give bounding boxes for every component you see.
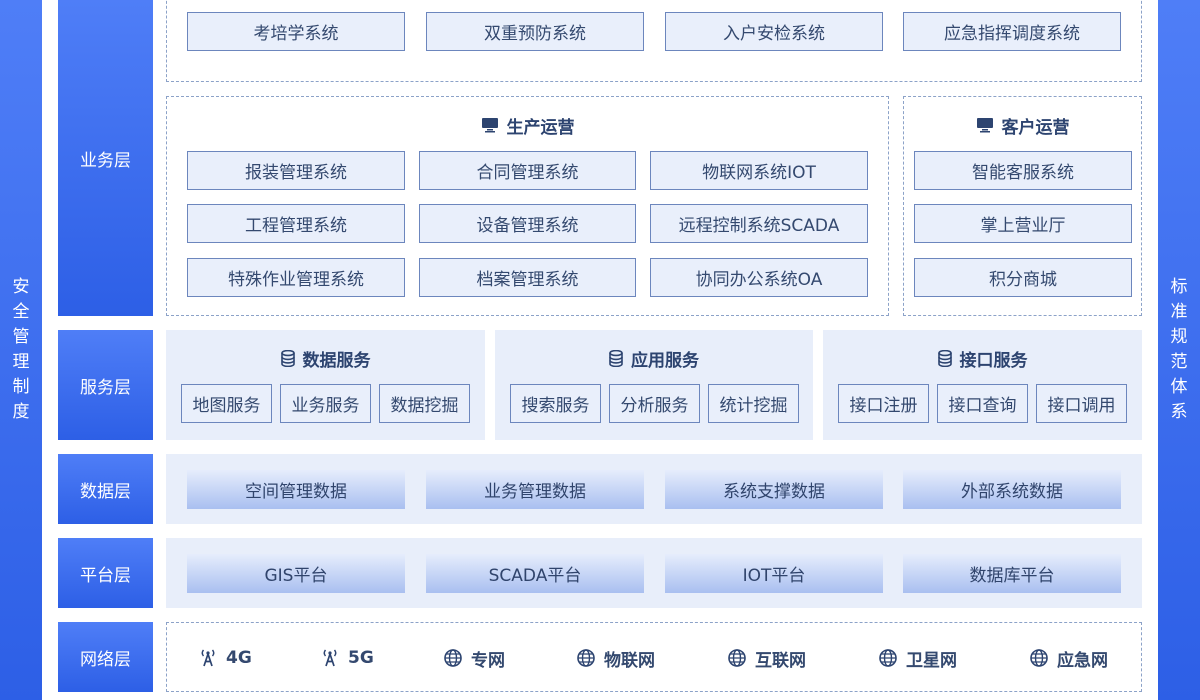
- network-item-iot[interactable]: 物联网: [576, 645, 655, 671]
- network-item-5g[interactable]: 5G: [320, 645, 374, 671]
- network-label: 卫星网: [906, 650, 957, 671]
- signal-tower-icon: [198, 648, 218, 668]
- database-icon: [280, 349, 295, 367]
- layer-label-platform: 平台层: [58, 538, 153, 608]
- vertical-char: 理: [12, 352, 30, 372]
- service-title: 数据服务: [166, 345, 485, 371]
- data-item[interactable]: 空间管理数据: [187, 470, 405, 509]
- service-item[interactable]: 统计挖掘: [708, 384, 799, 423]
- network-label: 专网: [471, 650, 505, 671]
- signal-tower-icon: [320, 648, 340, 668]
- network-label: 4G: [226, 648, 252, 668]
- network-item-4g[interactable]: 4G: [198, 645, 252, 671]
- production-system[interactable]: 报装管理系统: [187, 151, 405, 190]
- service-title-label: 应用服务: [631, 350, 699, 371]
- production-system[interactable]: 工程管理系统: [187, 204, 405, 243]
- production-system[interactable]: 设备管理系统: [419, 204, 636, 243]
- data-item[interactable]: 业务管理数据: [426, 470, 644, 509]
- business-top-system[interactable]: 双重预防系统: [426, 12, 644, 51]
- vertical-char: 范: [1170, 352, 1188, 372]
- vertical-char: 规: [1170, 327, 1188, 347]
- service-item[interactable]: 分析服务: [609, 384, 700, 423]
- service-title: 接口服务: [823, 345, 1142, 371]
- standards-system-label: 标准规范体系: [1171, 275, 1188, 425]
- vertical-char: 标: [1170, 277, 1188, 297]
- business-top-system[interactable]: 应急指挥调度系统: [903, 12, 1121, 51]
- platform-item[interactable]: GIS平台: [187, 554, 405, 593]
- layer-label-network: 网络层: [58, 622, 153, 692]
- vertical-char: 体: [1170, 377, 1188, 397]
- vertical-char: 全: [12, 302, 30, 322]
- database-icon: [609, 349, 623, 367]
- network-item-satellite[interactable]: 卫星网: [878, 645, 957, 671]
- vertical-char: 准: [1170, 302, 1188, 322]
- business-top-system[interactable]: 考培学系统: [187, 12, 405, 51]
- layer-label-business: 业务层: [58, 0, 153, 316]
- service-title-label: 接口服务: [959, 350, 1028, 371]
- vertical-char: 安: [12, 277, 30, 297]
- service-item[interactable]: 数据挖掘: [379, 384, 470, 423]
- production-system[interactable]: 档案管理系统: [419, 258, 636, 297]
- data-item[interactable]: 系统支撑数据: [665, 470, 883, 509]
- globe-icon: [727, 648, 747, 668]
- customer-system[interactable]: 智能客服系统: [914, 151, 1132, 190]
- customer-system[interactable]: 掌上营业厅: [914, 204, 1132, 243]
- network-label: 5G: [348, 648, 374, 668]
- network-label: 应急网: [1057, 650, 1108, 671]
- globe-icon: [878, 648, 898, 668]
- globe-icon: [443, 648, 463, 668]
- standards-system-bar: 标准规范体系: [1158, 0, 1200, 700]
- service-item[interactable]: 接口注册: [838, 384, 929, 423]
- platform-item[interactable]: 数据库平台: [903, 554, 1121, 593]
- vertical-char: 度: [12, 402, 30, 422]
- network-label: 互联网: [755, 650, 806, 671]
- platform-item[interactable]: IOT平台: [665, 554, 883, 593]
- globe-icon: [576, 648, 596, 668]
- customer-system[interactable]: 积分商城: [914, 258, 1132, 297]
- service-title-label: 数据服务: [302, 350, 371, 371]
- vertical-char: 制: [12, 377, 30, 397]
- service-item[interactable]: 地图服务: [181, 384, 272, 423]
- vertical-char: 管: [12, 327, 30, 347]
- service-item[interactable]: 搜索服务: [510, 384, 601, 423]
- service-item[interactable]: 接口查询: [937, 384, 1028, 423]
- platform-item[interactable]: SCADA平台: [426, 554, 644, 593]
- monitor-icon: [481, 117, 499, 133]
- production-system[interactable]: 特殊作业管理系统: [187, 258, 405, 297]
- network-item-emergency[interactable]: 应急网: [1029, 645, 1108, 671]
- security-management-bar: 安全管理制度: [0, 0, 42, 700]
- network-label: 物联网: [604, 650, 655, 671]
- service-title: 应用服务: [495, 345, 813, 371]
- customer-title: 客户运营: [903, 112, 1142, 138]
- service-item[interactable]: 接口调用: [1036, 384, 1127, 423]
- production-system[interactable]: 远程控制系统SCADA: [650, 204, 868, 243]
- layer-label-data: 数据层: [58, 454, 153, 524]
- network-item-internet[interactable]: 互联网: [727, 645, 806, 671]
- vertical-char: 系: [1170, 402, 1188, 422]
- database-icon: [937, 349, 952, 367]
- network-item-private[interactable]: 专网: [443, 645, 505, 671]
- monitor-icon: [976, 117, 994, 133]
- production-title-label: 生产运营: [506, 117, 575, 138]
- layer-label-service: 服务层: [58, 330, 153, 440]
- data-item[interactable]: 外部系统数据: [903, 470, 1121, 509]
- production-title: 生产运营: [166, 112, 889, 138]
- production-system[interactable]: 合同管理系统: [419, 151, 636, 190]
- production-system[interactable]: 协同办公系统OA: [650, 258, 868, 297]
- service-item[interactable]: 业务服务: [280, 384, 371, 423]
- security-management-label: 安全管理制度: [13, 275, 30, 425]
- production-system[interactable]: 物联网系统IOT: [650, 151, 868, 190]
- business-top-system[interactable]: 入户安检系统: [665, 12, 883, 51]
- customer-title-label: 客户运营: [1001, 117, 1070, 138]
- globe-icon: [1029, 648, 1049, 668]
